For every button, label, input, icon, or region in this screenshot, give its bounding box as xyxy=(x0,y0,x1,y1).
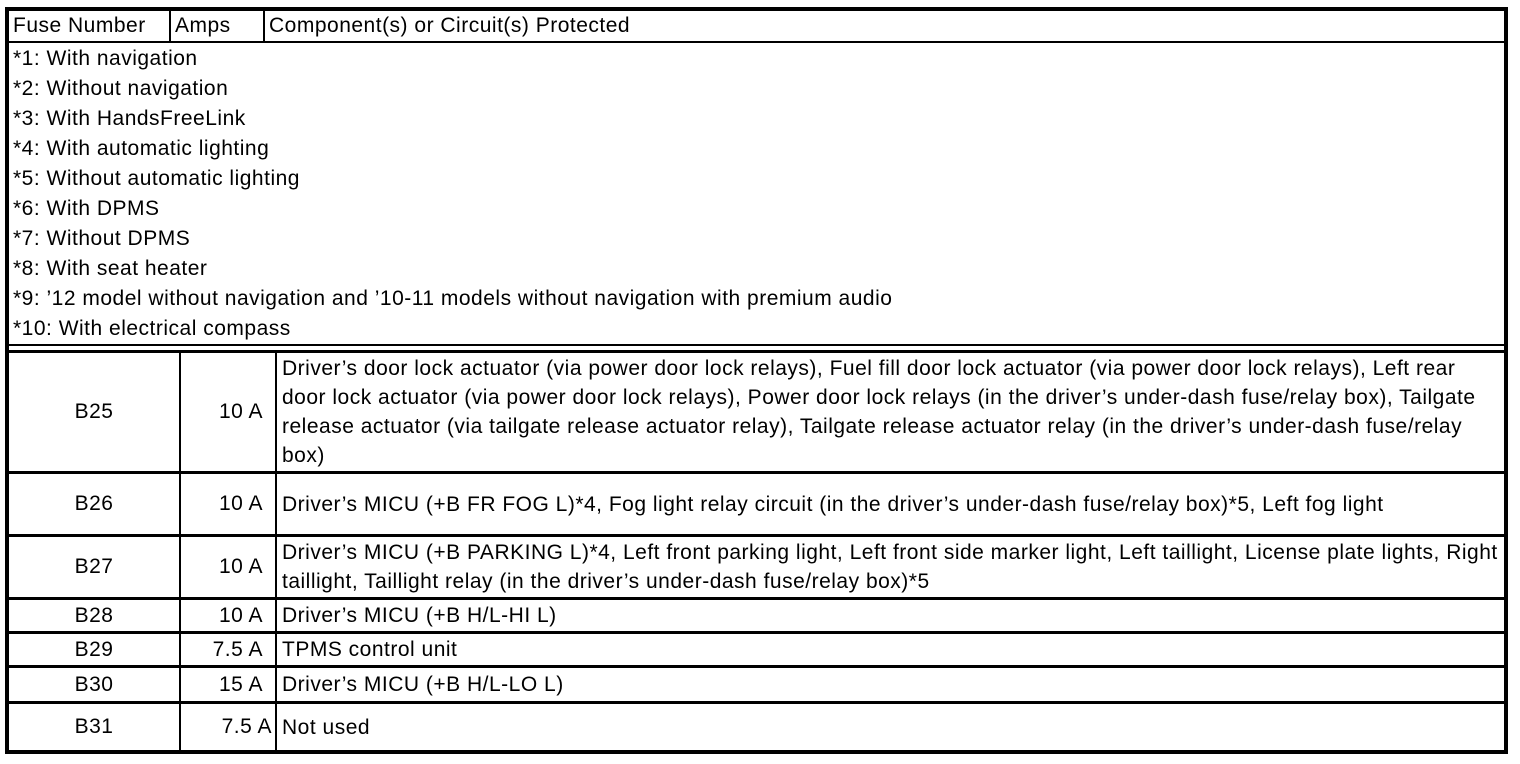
amps-cell: 15 A xyxy=(181,668,277,701)
fuse-table-frame: Fuse Number Amps Component(s) or Circuit… xyxy=(5,7,1508,754)
component-text: Driver’s MICU (+B FR FOG L)*4, Fog light… xyxy=(282,492,1384,516)
component-cell: Driver’s MICU (+B H/L-LO L) xyxy=(277,668,1504,701)
component-text: TPMS control unit xyxy=(282,638,458,661)
component-cell: Driver’s MICU (+B FR FOG L)*4, Fog light… xyxy=(277,474,1504,534)
header-cell-fuse-number: Fuse Number xyxy=(9,11,171,41)
component-cell: TPMS control unit xyxy=(277,634,1504,665)
component-text: Driver’s MICU (+B H/L-LO L) xyxy=(282,673,564,696)
component-text: Driver’s door lock actuator (via power d… xyxy=(282,357,1476,467)
component-text: Driver’s MICU (+B PARKING L)*4, Left fro… xyxy=(282,541,1498,593)
footnote-6: *6: With DPMS xyxy=(13,197,160,220)
table-header-row: Fuse Number Amps Component(s) or Circuit… xyxy=(9,11,1504,43)
component-text: Not used xyxy=(282,715,371,739)
fuse-number-cell: B30 xyxy=(9,668,181,701)
component-text: Driver’s MICU (+B H/L-HI L) xyxy=(282,604,557,627)
amps-cell: 10 A xyxy=(181,353,277,471)
footnote-1: *1: With navigation xyxy=(13,47,198,70)
header-cell-component: Component(s) or Circuit(s) Protected xyxy=(269,14,631,37)
table-row-b29: B29 7.5 A TPMS control unit xyxy=(9,634,1504,668)
table-row-b28: B28 10 A Driver’s MICU (+B H/L-HI L) xyxy=(9,600,1504,634)
table-row-b30: B30 15 A Driver’s MICU (+B H/L-LO L) xyxy=(9,668,1504,704)
fuse-number-cell: B26 xyxy=(9,474,181,534)
component-cell: Driver’s MICU (+B PARKING L)*4, Left fro… xyxy=(277,537,1504,597)
table-row-b25: B25 10 A Driver’s door lock actuator (vi… xyxy=(9,353,1504,474)
fuse-rows-table: B25 10 A Driver’s door lock actuator (vi… xyxy=(9,350,1504,750)
footnote-5: *5: Without automatic lighting xyxy=(13,167,300,190)
footnote-7: *7: Without DPMS xyxy=(13,227,191,250)
header-cell-amps: Amps xyxy=(171,11,265,41)
table-row-b31: B31 7.5 A Not used xyxy=(9,704,1504,750)
footnotes-block: *1: With navigation *2: Without navigati… xyxy=(9,43,1504,346)
footnote-3: *3: With HandsFreeLink xyxy=(13,107,246,130)
footnote-4: *4: With automatic lighting xyxy=(13,137,270,160)
footnote-2: *2: Without navigation xyxy=(13,77,229,100)
fuse-number-cell: B31 xyxy=(9,704,181,750)
component-cell: Not used xyxy=(277,704,1504,750)
footnote-9: *9: ’12 model without navigation and ’10… xyxy=(13,287,893,310)
footnote-8: *8: With seat heater xyxy=(13,257,208,280)
table-row-b26: B26 10 A Driver’s MICU (+B FR FOG L)*4, … xyxy=(9,474,1504,537)
amps-cell: 10 A xyxy=(181,600,277,631)
amps-cell: 10 A xyxy=(181,537,277,597)
component-cell: Driver’s door lock actuator (via power d… xyxy=(277,353,1504,471)
fuse-number-cell: B29 xyxy=(9,634,181,665)
component-cell: Driver’s MICU (+B H/L-HI L) xyxy=(277,600,1504,631)
amps-cell: 7.5 A xyxy=(181,704,277,750)
amps-cell: 7.5 A xyxy=(181,634,277,665)
footnote-10: *10: With electrical compass xyxy=(13,317,291,340)
amps-cell: 10 A xyxy=(181,474,277,534)
fuse-number-cell: B27 xyxy=(9,537,181,597)
table-row-b27: B27 10 A Driver’s MICU (+B PARKING L)*4,… xyxy=(9,537,1504,600)
fuse-number-cell: B28 xyxy=(9,600,181,631)
fuse-number-cell: B25 xyxy=(9,353,181,471)
